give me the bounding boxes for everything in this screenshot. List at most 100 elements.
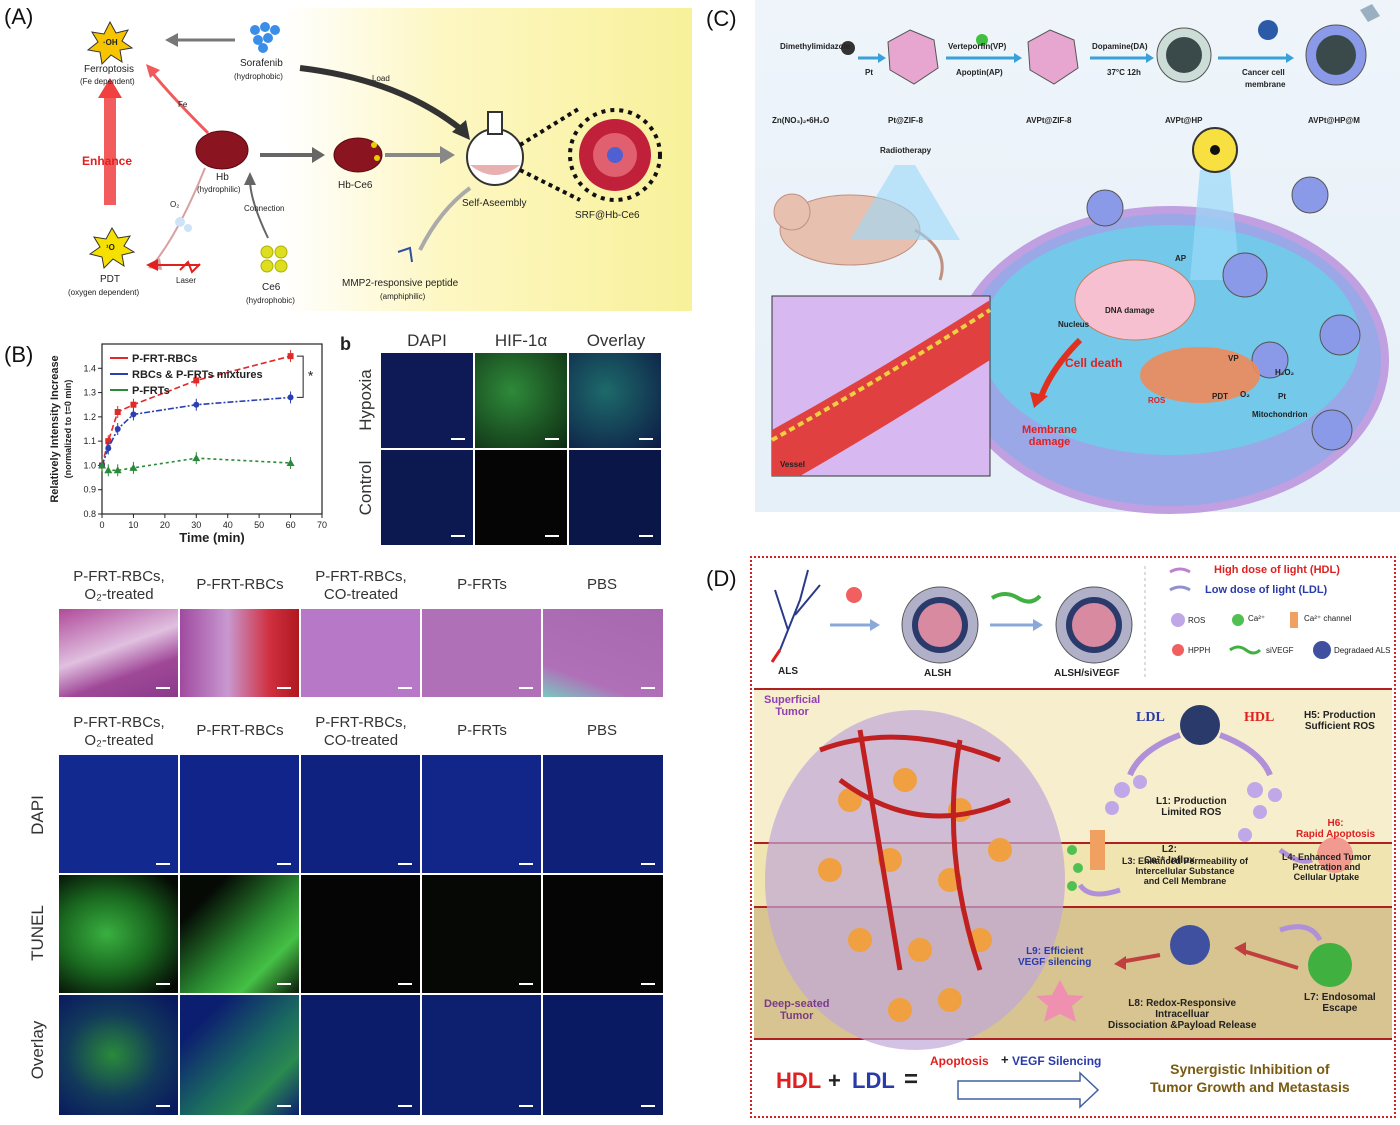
- micro-col-hif: HIF-1α: [494, 331, 548, 350]
- ccm-label-2: membrane: [1245, 80, 1286, 89]
- panel-b-letter: (B): [4, 342, 34, 367]
- l3-label: L3: Enhanced Permeability of Intercellul…: [1122, 856, 1249, 886]
- ca-channel-legend-icon: [1290, 612, 1298, 628]
- panel-d-diagram: [765, 566, 1353, 1109]
- h5-label: H5: Production Sufficient ROS: [1304, 710, 1376, 732]
- apoptotic-cell: [1317, 837, 1353, 873]
- he-header-3: P-FRT-RBCs, CO-treated: [315, 568, 407, 603]
- tunel-cell: [300, 994, 421, 1116]
- synergy-label: Synergistic Inhibition of Tumor Growth a…: [1150, 1061, 1350, 1095]
- legend-label: RBCs & P-FRTs mixtures: [132, 369, 263, 381]
- he-cell: [421, 608, 542, 698]
- significance-bracket: [296, 355, 304, 398]
- y-tick-label: 1.3: [83, 388, 96, 398]
- sivegf-legend-icon: [1229, 645, 1262, 655]
- vegf-silencing-label: VEGF Silencing: [1012, 1054, 1102, 1068]
- srf-label: SRF@Hb-Ce6: [575, 210, 640, 221]
- panel-c: (C): [700, 0, 1400, 520]
- y-axis-label-2: (normalized to t=0 min): [63, 380, 73, 479]
- ferroptosis-sub: (Fe dependent): [80, 77, 135, 86]
- x-tick-label: 20: [160, 520, 170, 530]
- l8-label: L8: Redox-Responsive Intracelluar Dissoc…: [1108, 998, 1257, 1031]
- he-header-5: PBS: [586, 576, 617, 593]
- hpph-legend: HPPH: [1188, 646, 1211, 655]
- he-cell: [300, 608, 421, 698]
- hpph-legend-icon: [1172, 644, 1184, 656]
- tunel-cell: [421, 994, 542, 1116]
- y-tick-label: 0.8: [83, 509, 96, 519]
- pdt-star-icon: [88, 226, 136, 270]
- ferroptosis-star-icon: [86, 20, 134, 66]
- data-point: [287, 353, 294, 360]
- x-tick-label: 40: [223, 520, 233, 530]
- x-tick-label: 60: [286, 520, 296, 530]
- tunel-cell: [542, 754, 664, 874]
- connection-label: Connection: [244, 204, 285, 213]
- micro-cell: [568, 449, 662, 546]
- tunel-cell: [542, 874, 664, 994]
- data-point: [105, 438, 112, 445]
- micro-row-hypoxia: Hypoxia: [356, 369, 375, 431]
- micro-row-control: Control: [356, 460, 375, 516]
- ferroptosis-label: Ferroptosis: [84, 64, 135, 75]
- tunel-row-dapi-label: DAPI: [28, 795, 47, 835]
- eq-eq: =: [904, 1066, 919, 1093]
- ros-legend: ROS: [1188, 616, 1206, 625]
- avpt-zif-particle: [1027, 29, 1079, 85]
- enhance-arrow: [104, 95, 116, 205]
- d-bottom-area: [754, 1038, 1392, 1116]
- tunel-header-1: P-FRT-RBCs, O₂-treated: [73, 714, 165, 749]
- ce6-label: Ce6: [262, 282, 281, 293]
- tunel-cell: [421, 754, 542, 874]
- degraded-legend: Degradaed ALS: [1334, 646, 1391, 655]
- data-point: [130, 401, 137, 408]
- avpt-hpm-label: AVPt@HP@M: [1308, 116, 1360, 125]
- tunel-header-4: P-FRTs: [457, 722, 507, 739]
- vp-cell-label: VP: [1228, 354, 1239, 363]
- tunel-cell: [300, 754, 421, 874]
- mmp2-label: MMP2-responsive peptide: [342, 278, 459, 289]
- nucleus: [1074, 259, 1196, 341]
- tunel-row-overlay-label: Overlay: [28, 1020, 47, 1080]
- tunel-cell: [58, 874, 179, 994]
- eq-ldl: LDL: [852, 1068, 895, 1093]
- degraded-als-icon: [1170, 925, 1210, 965]
- he-header-4: P-FRTs: [457, 576, 507, 593]
- x-tick-label: 30: [191, 520, 201, 530]
- he-cell: [179, 608, 300, 698]
- x-tick-label: 0: [99, 520, 104, 530]
- data-point: [114, 426, 121, 432]
- micro-cell: [380, 449, 474, 546]
- l1-label: L1: Production Limited ROS: [1156, 796, 1227, 818]
- series-line: [101, 396, 291, 466]
- apoptosis-label: Apoptosis: [930, 1054, 989, 1068]
- x-axis-label: Time (min): [179, 530, 245, 545]
- mitochondrion: [1140, 347, 1260, 403]
- micro-grid: [380, 352, 662, 546]
- hb-sub: (hydrophilic): [197, 185, 241, 194]
- srf-nanoparticle: [568, 108, 662, 202]
- sorafenib-label: Sorafenib: [240, 58, 283, 69]
- data-point: [98, 461, 106, 469]
- panel-d-frame: [750, 556, 1396, 1118]
- l4-label: L4: Enhanced Tumor Penetration and Cellu…: [1282, 852, 1371, 882]
- y-tick-label: 1.0: [83, 460, 96, 470]
- he-cell: [542, 608, 664, 698]
- data-point: [130, 411, 137, 418]
- tunel-header-3: P-FRT-RBCs, CO-treated: [315, 714, 407, 749]
- arrow-head-icon: [165, 33, 178, 47]
- sorafenib-cluster: [250, 22, 280, 53]
- enhance-label: Enhance: [82, 154, 133, 168]
- singlet-o-label: ¹O: [106, 243, 115, 252]
- y-tick-label: 1.2: [83, 412, 96, 422]
- data-point: [105, 445, 112, 452]
- tunel-header-5: PBS: [586, 722, 617, 739]
- ros-label-c: ROS: [1148, 396, 1166, 405]
- micro-cell: [568, 352, 662, 449]
- fe-label: Fe: [178, 100, 188, 109]
- membrane-damage-label: Membrane damage: [1022, 424, 1078, 448]
- alsh-label: ALSH: [924, 668, 952, 679]
- l9-label: L9: Efficient VEGF silencing: [1018, 946, 1092, 968]
- tunel-cell: [58, 754, 179, 874]
- panel-a-diagram: [86, 20, 662, 274]
